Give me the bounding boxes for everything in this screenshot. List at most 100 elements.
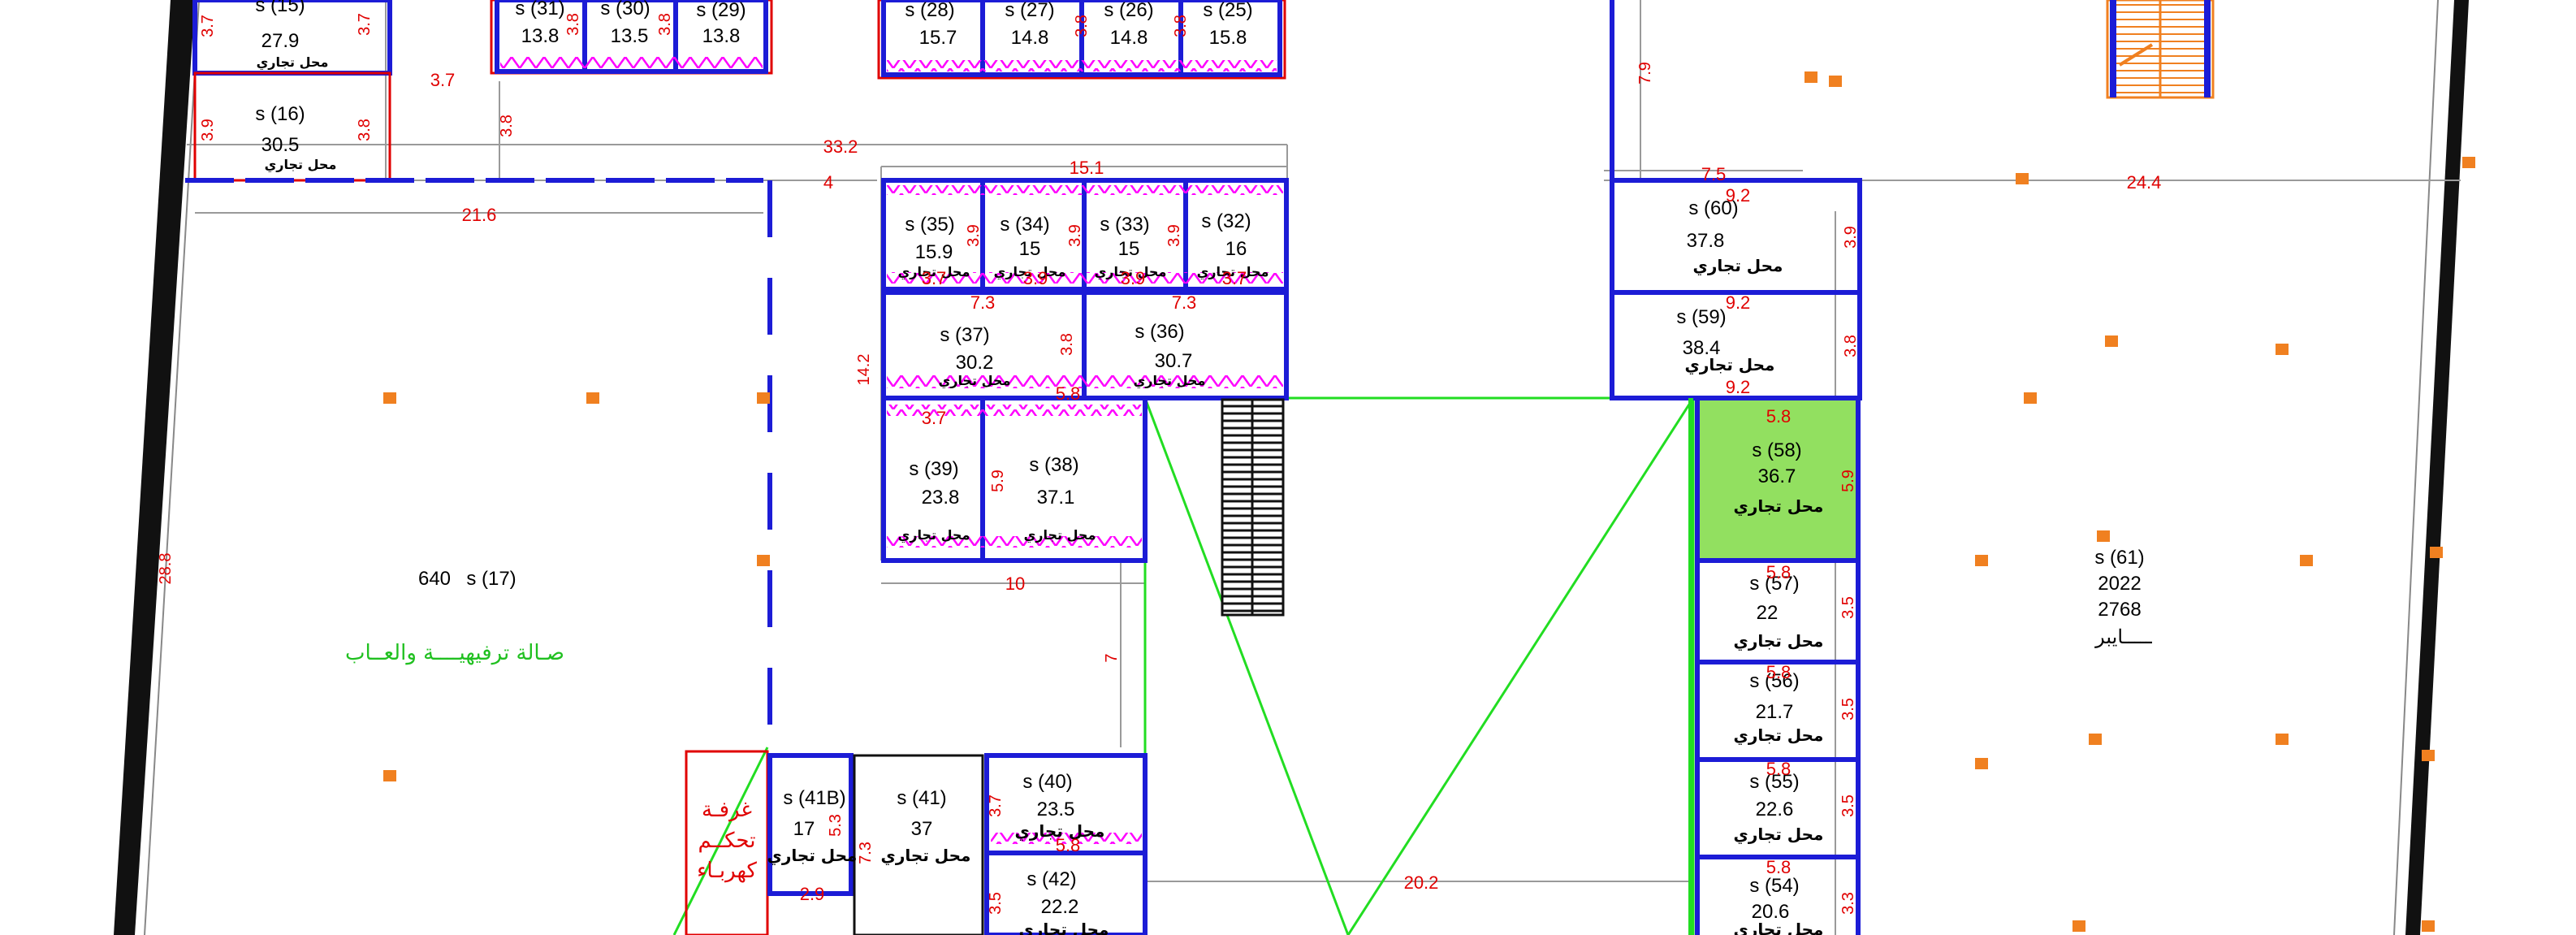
unit-s26: s (26) 14.8: [1104, 0, 1153, 49]
svg-text:3.3: 3.3: [1839, 892, 1857, 915]
svg-text:9.2: 9.2: [1726, 185, 1751, 206]
svg-text:3.5: 3.5: [1839, 698, 1857, 721]
stair: [1221, 398, 1285, 617]
hall-s17: 640 s (17) صـالة ترفيهيــــة والعــاب: [345, 568, 564, 665]
svg-text:كهربـاء: كهربـاء: [697, 859, 757, 883]
svg-text:محل تجاري: محل تجاري: [881, 846, 971, 866]
svg-text:37.1: 37.1: [1037, 487, 1075, 509]
svg-text:15.8: 15.8: [1209, 27, 1247, 49]
shop-row-top-1: [490, 0, 773, 75]
svg-text:s (39): s (39): [909, 458, 958, 480]
column-marker: [757, 555, 770, 566]
svg-text:محل تجاري: محل تجاري: [1024, 527, 1096, 543]
column-marker: [1975, 758, 1988, 769]
svg-text:غرفـة: غرفـة: [702, 798, 752, 822]
unit-s15: s (15) 27.9 محل تجاري: [255, 0, 328, 71]
svg-text:3.7: 3.7: [987, 794, 1005, 817]
svg-text:3.8: 3.8: [564, 13, 582, 36]
svg-text:13.5: 13.5: [611, 25, 649, 47]
svg-text:24.4: 24.4: [2127, 172, 2162, 193]
column-markers: [383, 71, 2475, 932]
svg-text:17: 17: [793, 818, 815, 840]
svg-text:30.2: 30.2: [956, 352, 994, 374]
svg-text:22.2: 22.2: [1041, 896, 1079, 918]
svg-text:5.8: 5.8: [1766, 662, 1792, 682]
svg-text:23.8: 23.8: [922, 487, 960, 509]
svg-text:محل تجاري: محل تجاري: [898, 527, 970, 543]
svg-text:3.8: 3.8: [1058, 333, 1076, 356]
svg-text:3.8: 3.8: [1073, 15, 1091, 37]
svg-text:3.9: 3.9: [199, 119, 217, 141]
svg-text:s (37): s (37): [940, 324, 989, 346]
central-shop-block: [881, 178, 1289, 563]
svg-text:15.7: 15.7: [919, 27, 957, 49]
svg-text:محل تجاري: محل تجاري: [1095, 264, 1167, 280]
svg-text:2022: 2022: [2098, 573, 2141, 595]
svg-text:s (60): s (60): [1688, 197, 1738, 219]
svg-text:s (38): s (38): [1029, 454, 1078, 476]
svg-text:21.7: 21.7: [1756, 701, 1794, 723]
svg-text:محل تجاري: محل تجاري: [939, 373, 1011, 389]
unit-s25: s (25)15.8: [1203, 0, 1252, 49]
svg-text:محل تجاري: محل تجاري: [1734, 496, 1824, 517]
svg-text:16: 16: [1225, 238, 1247, 260]
svg-text:37.8: 37.8: [1687, 230, 1725, 252]
svg-text:s (41): s (41): [897, 787, 946, 809]
svg-text:7.5: 7.5: [1701, 164, 1727, 184]
svg-text:5.8: 5.8: [1766, 406, 1792, 426]
column-marker: [383, 770, 396, 781]
top-right-stair: [2106, 0, 2215, 99]
svg-text:محل تجاري: محل تجاري: [1197, 264, 1269, 280]
svg-text:14.8: 14.8: [1011, 27, 1049, 49]
svg-text:3.7: 3.7: [356, 13, 374, 36]
svg-text:3.5: 3.5: [1839, 596, 1857, 619]
column-marker: [2097, 530, 2110, 542]
svg-text:3.8: 3.8: [356, 119, 374, 141]
svg-text:5.8: 5.8: [1056, 383, 1081, 404]
column-marker: [2300, 555, 2313, 566]
svg-text:7: 7: [1103, 653, 1121, 662]
column-marker: [1804, 71, 1817, 83]
svg-text:9.2: 9.2: [1726, 377, 1751, 397]
svg-text:15: 15: [1118, 238, 1140, 260]
svg-text:محل تجاري: محل تجاري: [1734, 725, 1824, 746]
svg-text:10: 10: [1005, 574, 1025, 594]
column-marker: [1975, 555, 1988, 566]
svg-text:13.8: 13.8: [702, 25, 741, 47]
svg-text:38.4: 38.4: [1683, 337, 1721, 359]
svg-text:33.2: 33.2: [823, 136, 858, 157]
svg-text:s (26): s (26): [1104, 0, 1153, 21]
svg-text:5.8: 5.8: [1766, 759, 1792, 779]
svg-text:s (56): s (56): [1749, 670, 1799, 692]
svg-text:14.8: 14.8: [1110, 27, 1148, 49]
unit-s29: s (29)13.8: [696, 0, 746, 47]
svg-text:s (27): s (27): [1005, 0, 1054, 21]
svg-text:محل تجاري: محل تجاري: [1015, 821, 1105, 842]
svg-text:23.5: 23.5: [1037, 799, 1075, 820]
column-marker: [2422, 920, 2435, 932]
column-marker: [2024, 392, 2037, 404]
svg-text:37: 37: [911, 818, 933, 840]
svg-text:s (61): s (61): [2094, 547, 2144, 569]
svg-text:s (34): s (34): [1000, 214, 1049, 236]
svg-text:s (15): s (15): [255, 0, 305, 16]
column-marker: [2016, 173, 2029, 184]
svg-text:محل تجاري: محل تجاري: [265, 157, 337, 173]
svg-text:3.9: 3.9: [965, 224, 983, 247]
svg-text:3.9: 3.9: [1165, 224, 1183, 247]
column-marker: [2105, 335, 2118, 347]
svg-text:22: 22: [1757, 602, 1779, 624]
svg-text:5.8: 5.8: [1056, 835, 1081, 855]
shop-block-top-left: [185, 0, 763, 183]
unit-s27: s (27) 14.8: [1005, 0, 1054, 49]
